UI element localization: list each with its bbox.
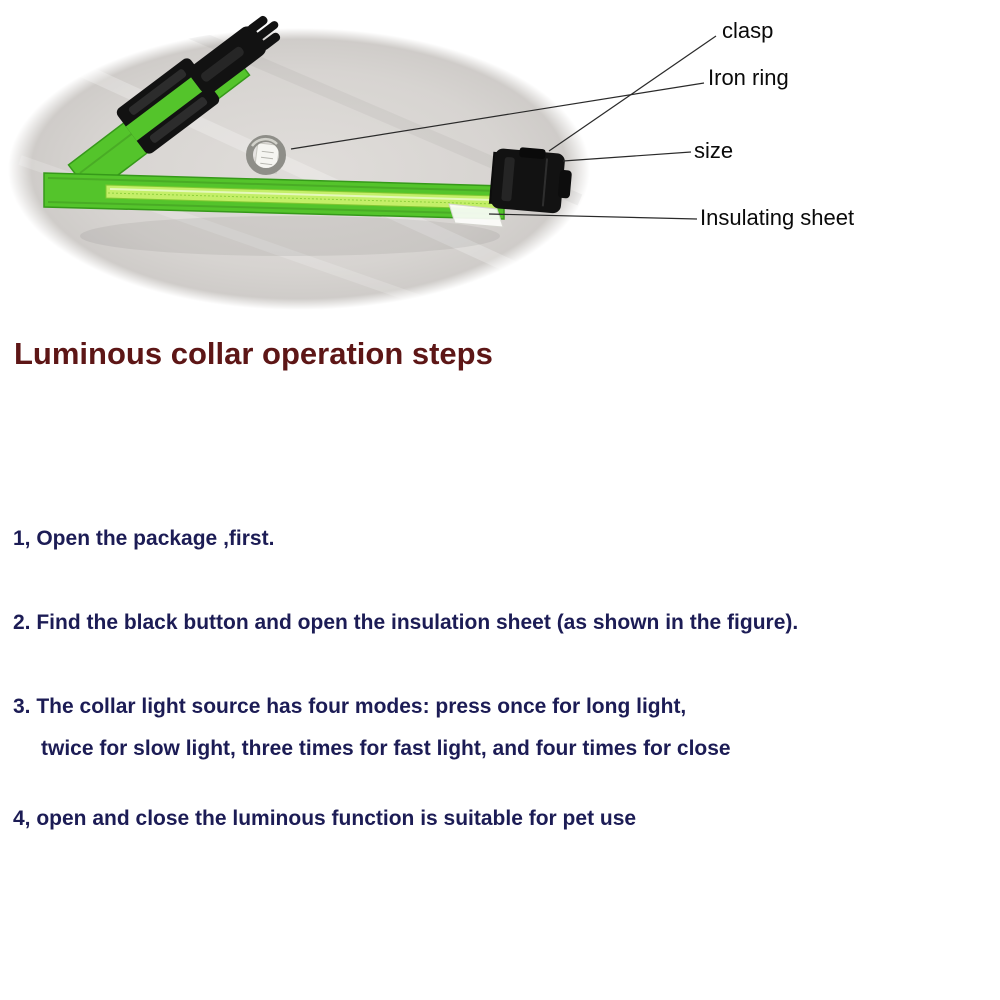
part-label-insulating-sheet: Insulating sheet [700, 205, 855, 230]
part-label-size: size [694, 138, 734, 163]
clasp-buckle-top [189, 15, 281, 94]
instruction-step-1: 1, Open the package ,first. [13, 527, 275, 550]
size-adjuster-buckle [116, 58, 220, 154]
collar-shadow [80, 216, 500, 256]
collar-product-photo [8, 15, 717, 310]
leader-line-iron-ring [290, 82, 705, 150]
instruction-step-3-line-2: twice for slow light, three times for fa… [41, 737, 731, 760]
led-strip-sheen [109, 188, 494, 201]
iron-ring-highlight [250, 137, 278, 147]
strap-stitch-bottom [47, 201, 501, 215]
part-label-clasp: clasp [722, 18, 774, 43]
instruction-step-4: 4, open and close the luminous function … [13, 807, 637, 830]
insulating-sheet [448, 203, 504, 228]
led-strip-mesh [107, 192, 496, 205]
instruction-step-3-line-1: 3. The collar light source has four mode… [13, 695, 687, 718]
instructions-title: Luminous collar operation steps [14, 336, 493, 371]
part-label-iron-ring: Iron ring [708, 65, 789, 90]
care-label [253, 142, 281, 174]
leader-line-size [562, 151, 692, 162]
leader-line-clasp [548, 35, 717, 152]
strap-stitch-top [47, 177, 501, 192]
clasp-buckle-right [488, 147, 572, 214]
instruction-step-2: 2. Find the black button and open the in… [13, 611, 799, 634]
leader-line-insulating-sheet [488, 213, 698, 220]
